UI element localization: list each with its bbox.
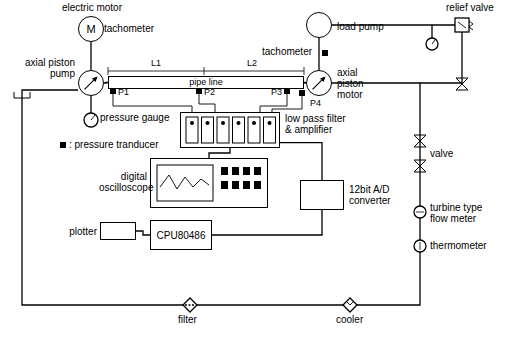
part-label: P1 <box>118 87 129 98</box>
node-text: digital oscilloscope <box>99 171 147 193</box>
part-label: L1 <box>151 58 161 69</box>
oscilloscope: digital oscilloscope <box>150 158 268 208</box>
connector <box>280 143 322 180</box>
node-text: plotter <box>69 226 97 237</box>
part-label: tachometer <box>262 46 312 57</box>
pump-circle: load pump <box>306 12 332 38</box>
variable-displacement-arrow <box>307 71 331 95</box>
node-text: axial piston motor <box>337 67 381 100</box>
computer-box: CPU80486 <box>150 220 212 250</box>
part-label: L2 <box>247 58 257 69</box>
part-label: P2 <box>204 87 215 98</box>
part-label: tachometer <box>104 23 154 34</box>
part-label: P3 <box>271 87 282 98</box>
connector <box>209 148 230 158</box>
node-text: load pump <box>337 21 384 32</box>
amplifier-rack: low pass filter & amplifier <box>180 112 280 148</box>
connector <box>318 38 319 70</box>
part-label: P4 <box>310 98 321 109</box>
node-text: pipe line <box>189 77 223 88</box>
plotter: plotter <box>100 222 136 240</box>
connector <box>90 42 91 70</box>
connector <box>136 231 150 235</box>
motor-circle: electric motorM <box>78 16 104 42</box>
node-text: CPU80486 <box>157 230 206 241</box>
node-text: 12bit A/D converter <box>349 184 409 206</box>
legend-text: : pressure tranducer <box>69 139 159 150</box>
node-text: low pass filter & amplifier <box>285 113 349 135</box>
part-label: thermometer <box>430 240 487 251</box>
node-text: M <box>86 24 95 35</box>
node-text: axial piston pump <box>3 57 75 79</box>
part-label: turbine type flow meter <box>430 202 496 224</box>
node-text: electric motor <box>49 2 135 13</box>
part-label: valve <box>430 148 453 159</box>
part-label: cooler <box>336 314 363 325</box>
ad-converter: 12bit A/D converter <box>300 180 344 210</box>
variable-displacement-arrow <box>79 71 103 95</box>
pump-symbol: axial piston pump <box>78 70 104 96</box>
part-label: pressure gauge <box>100 112 170 123</box>
part-label: filter <box>178 314 197 325</box>
connector <box>212 210 322 235</box>
scope-art <box>151 159 267 207</box>
rack-art <box>181 113 279 147</box>
motor-symbol: axial piston motor <box>306 70 332 96</box>
part-label: relief valve <box>446 2 494 13</box>
